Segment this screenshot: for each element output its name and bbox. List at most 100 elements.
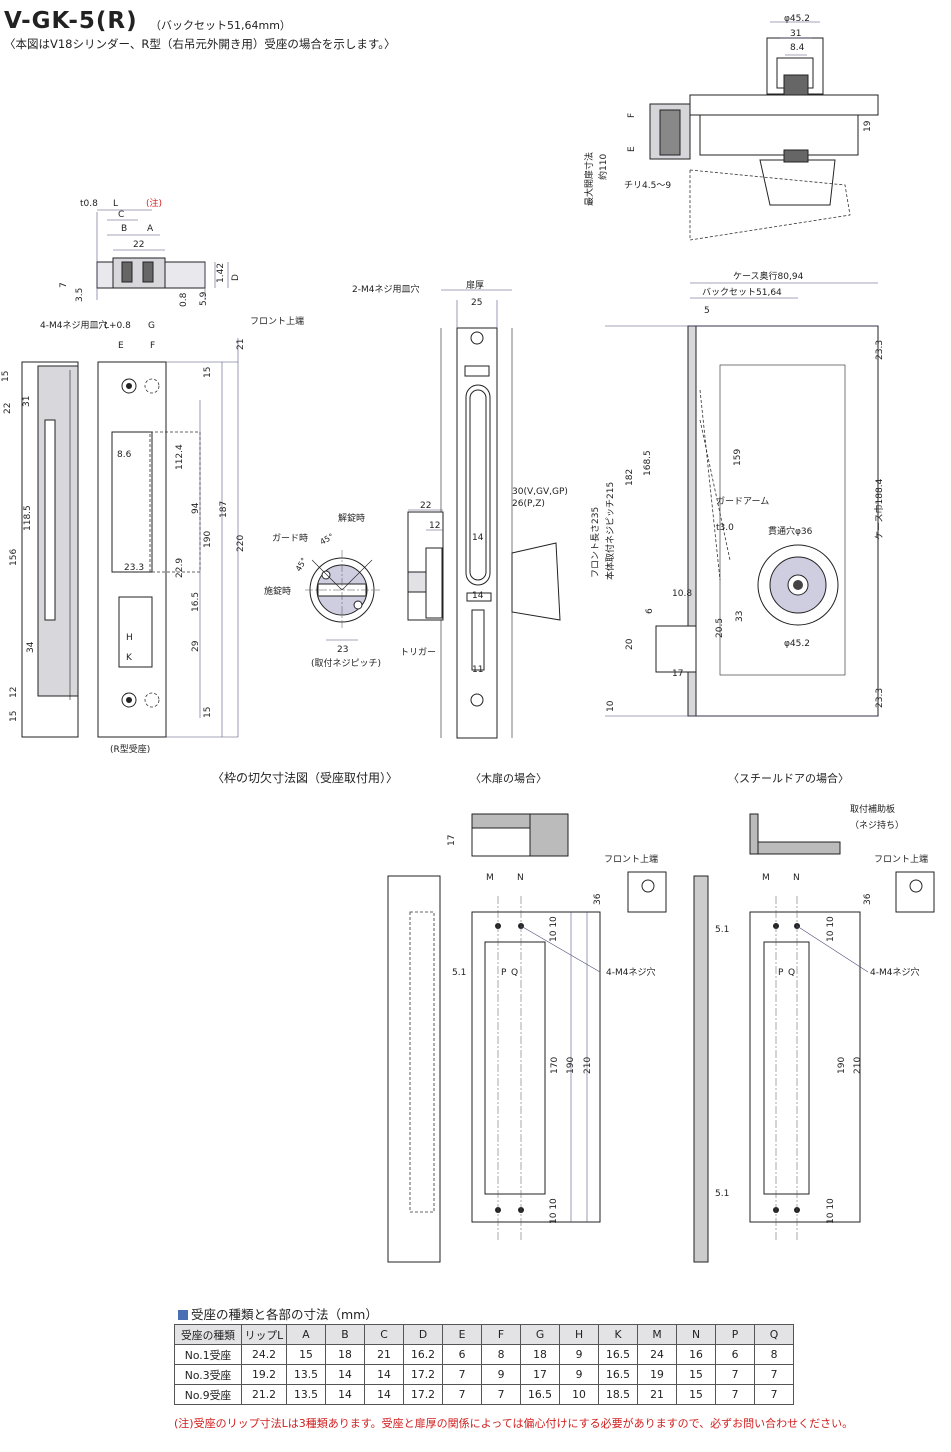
table-cell: 16.2 [403, 1344, 443, 1365]
dim-15d: 15 [203, 707, 213, 718]
table-cell: No.9受座 [174, 1384, 242, 1405]
r-strike-label: (R型受座) [110, 743, 150, 755]
table-cell: 8 [754, 1344, 794, 1365]
dim-36b: 36 [863, 893, 873, 905]
dim-N: N [517, 873, 524, 883]
table-header: Q [754, 1324, 794, 1345]
table-row: No.3受座 19.2 13.5 14 14 17.2 7 9 17 9 16.… [174, 1364, 794, 1385]
dim-1185: 118.5 [23, 505, 33, 531]
dim-Q2: Q [788, 968, 795, 978]
table-cell: 7 [442, 1384, 482, 1405]
screw-hole-4m4c-label: 4-M4ネジ穴 [870, 966, 919, 978]
dim-94: 94 [191, 502, 201, 514]
table-cell: 14 [325, 1364, 365, 1385]
square-bullet-icon [178, 1310, 188, 1320]
table-cell: 6 [442, 1344, 482, 1365]
screw-4m4-label: 4-M4ネジ用皿穴 [40, 319, 107, 331]
dim-25: 25 [471, 298, 482, 308]
thumbturn-top-view [649, 21, 879, 241]
lock-side-cylinder [407, 509, 561, 621]
table-cell: 7 [481, 1384, 521, 1405]
dim-20: 20 [625, 638, 635, 650]
dim-51: 5.1 [452, 968, 466, 978]
lock-case-side-view [605, 282, 879, 717]
dim-452b: φ45.2 [784, 639, 810, 649]
dim-Fb: F [627, 113, 637, 118]
table-cell: 9 [559, 1364, 599, 1385]
dim-G: G [148, 321, 155, 331]
table-header: B [325, 1324, 365, 1345]
table-cell: 14 [364, 1364, 404, 1385]
table-cell: No.3受座 [174, 1364, 242, 1385]
guard-time-label: ガード時 [272, 533, 308, 544]
screw-hole-4m4b-label: 4-M4ネジ穴 [606, 966, 655, 978]
dim-Eb: E [627, 146, 637, 152]
dim-35: 3.5 [75, 288, 85, 302]
table-header: D [403, 1324, 443, 1345]
table-cell: 24.2 [241, 1344, 287, 1365]
dim-31: 31 [22, 396, 32, 407]
dim-5: 5 [704, 306, 710, 316]
table-cell: 10 [559, 1384, 599, 1405]
table-header: K [598, 1324, 638, 1345]
dim-08b: 0.8 [179, 292, 189, 307]
technical-drawing: t0.8 L (注) C B A 22 1.42 D 7 3.5 0.8 5.9… [1, 14, 935, 1263]
steel-door-title: 〈スチールドアの場合〉 [728, 771, 849, 785]
trigger-label: トリガー [400, 647, 436, 658]
dim-108: 10.8 [672, 589, 692, 599]
dim-19: 19 [863, 120, 873, 132]
table-cell: 7 [754, 1364, 794, 1385]
dim-Lplus: L+0.8 [104, 321, 131, 331]
screw-2m4-label: 2-M4ネジ用皿穴 [352, 283, 419, 295]
table-cell: 16.5 [598, 1364, 638, 1385]
body-pitch-label: 本体取付ネジピッチ215 [604, 482, 616, 580]
dim-A: A [147, 224, 154, 234]
table-cell: 15 [676, 1364, 716, 1385]
dim-31b: 31 [790, 29, 801, 39]
dim-Q: Q [511, 968, 518, 978]
dim-190b: 190 [566, 1057, 576, 1074]
dim-233: 23.3 [124, 563, 144, 573]
dim-452a: φ45.2 [784, 14, 810, 24]
table-header: G [520, 1324, 560, 1345]
backset-subtitle: （バックセット51,64mm） [150, 19, 291, 32]
dim-12: 12 [9, 687, 19, 698]
table-header: P [715, 1324, 755, 1345]
table-cell: 16.5 [598, 1344, 638, 1365]
dim-1010b: 10 10 [549, 1198, 559, 1224]
dim-22c: 22 [420, 501, 431, 511]
strike-front-view [97, 338, 239, 738]
dim-36: 36 [593, 893, 603, 905]
table-cell: 7 [754, 1384, 794, 1405]
table-cell: 9 [559, 1344, 599, 1365]
dim-E: E [118, 341, 124, 351]
through-hole-label: 貫通穴φ36 [768, 525, 813, 537]
dim-187: 187 [219, 501, 229, 518]
dim-15c: 15 [9, 711, 19, 722]
dim-11: 11 [472, 665, 483, 675]
table-header: 受座の種類 [174, 1324, 242, 1345]
deg-45b: 45° [319, 532, 336, 547]
dim-7: 7 [59, 282, 69, 288]
guard-arm-label: ガードアーム [716, 496, 769, 507]
dim-22a: 22 [133, 240, 144, 250]
t30-label: t3.0 [716, 523, 734, 533]
dim-15b: 15 [203, 367, 213, 378]
screw-pitch-label: (取付ネジピッチ) [311, 658, 381, 669]
table-cell: 21 [364, 1344, 404, 1365]
table-header: E [442, 1324, 482, 1345]
dim-P2: P [778, 968, 784, 978]
table-cell: 14 [325, 1384, 365, 1405]
table-cell: 6 [715, 1344, 755, 1365]
table-cell: 17.2 [403, 1364, 443, 1385]
dim-86: 8.6 [117, 450, 132, 460]
table-cell: 17 [520, 1364, 560, 1385]
dim-F: F [150, 341, 155, 351]
door-thickness-label: 扉厚 [466, 279, 484, 291]
dim-182: 182 [625, 469, 635, 486]
table-cell: 14 [364, 1384, 404, 1405]
table-cell: 18 [520, 1344, 560, 1365]
table-cell: 7 [442, 1364, 482, 1385]
dim-29: 29 [191, 640, 201, 652]
table-cell: 13.5 [286, 1384, 326, 1405]
